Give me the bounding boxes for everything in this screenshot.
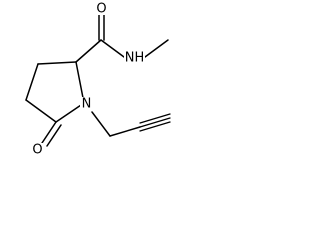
bond-c4-c5 [25,99,57,123]
atom-amide-oxygen: O [95,2,108,17]
molecule-structure: O NH N O [25,2,171,158]
atom-amide-nh: NH [124,51,145,66]
bond-alkyne-1 [139,113,171,124]
bond-camide-nh [100,39,125,58]
bond-ch2-calkyne [109,126,141,137]
bond-c2-c3 [37,61,77,65]
atom-ring-nitrogen: N [80,97,93,112]
atom-lactam-oxygen: O [31,143,44,158]
bond-n1-ch2 [91,111,111,137]
bond-c5-o-lactam-2 [46,124,62,147]
ring-nitrogen-label: N [82,97,92,112]
bond-n1-c2 [75,61,85,104]
amide-nh-label: NH [125,51,145,66]
amide-oxygen-label: O [96,2,106,17]
bond-alkyne-3 [139,121,171,132]
bond-c5-o-lactam-1 [41,121,57,144]
bond-alkyne-2 [139,117,171,128]
lactam-oxygen-label: O [32,143,42,158]
bond-c2-camide [75,39,102,63]
bond-c3-c4 [25,63,39,101]
bond-nh-methyl [144,39,169,58]
bond-c5-n1 [55,102,85,123]
